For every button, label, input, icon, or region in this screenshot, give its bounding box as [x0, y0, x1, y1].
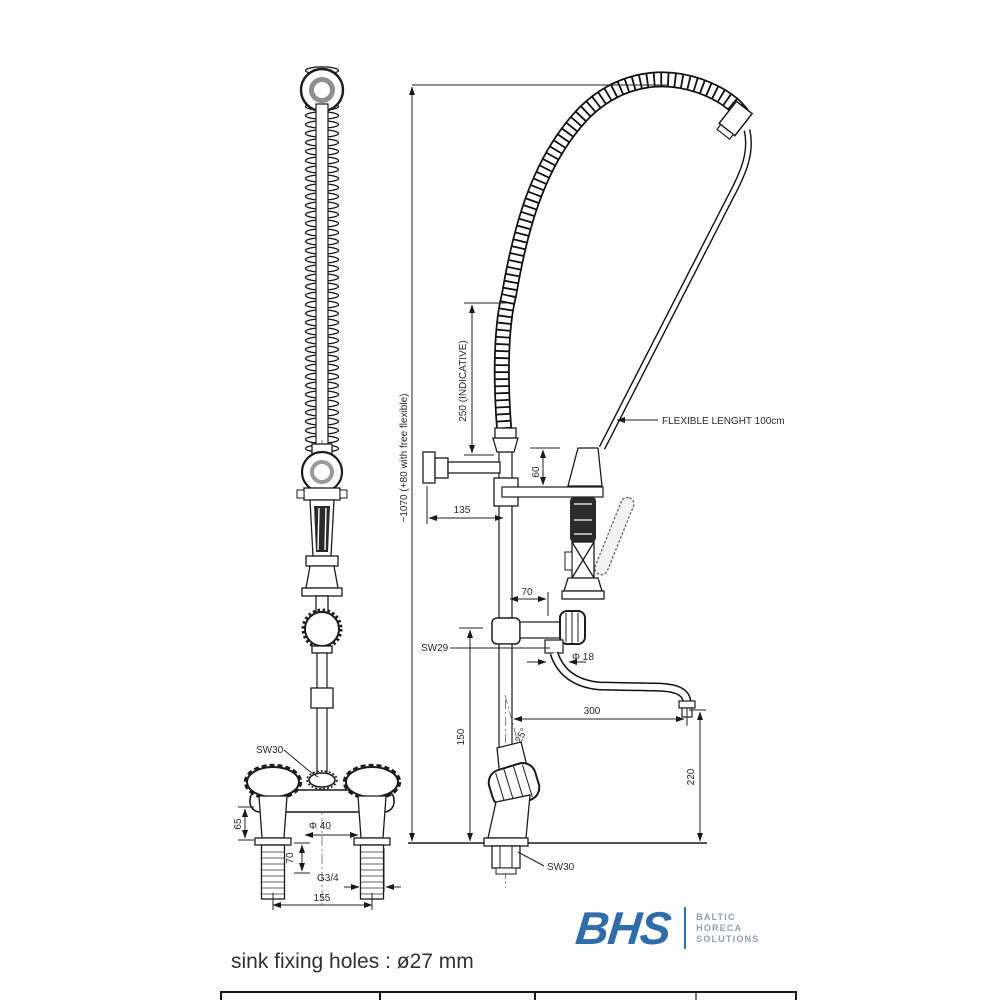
side-wall-bracket: [422, 451, 519, 507]
front-riser: [301, 595, 343, 790]
label-25-deg: 25°: [513, 727, 530, 746]
bhs-logo-text: BALTIC HORECA SOLUTIONS: [696, 912, 759, 945]
side-view: [408, 71, 754, 888]
front-spring-rod: [315, 103, 329, 453]
sink-fixing-caption: sink fixing holes : ø27 mm: [231, 950, 474, 973]
bhs-logo-divider: [684, 907, 687, 949]
label-thread-g34: G3/4: [317, 873, 339, 884]
front-spray-head: [296, 443, 348, 597]
label-135: 135: [454, 505, 471, 516]
label-flexible-length: FLEXIBLE LENGHT 100cm: [662, 416, 785, 427]
label-65: 65: [233, 818, 244, 830]
label-overall-height: ~1070 (+80 with free flexible): [399, 394, 410, 523]
side-spout-assembly: [491, 610, 696, 718]
bhs-logo-abbr: BHS: [573, 902, 673, 954]
label-dia-40: Φ 40: [309, 821, 331, 832]
label-300: 300: [584, 706, 601, 717]
label-220: 220: [686, 768, 697, 785]
side-flexible-hose: [598, 129, 752, 450]
label-70-front: 70: [285, 852, 296, 864]
front-mixer-body: [243, 763, 402, 900]
bhs-logo-line-3: SOLUTIONS: [696, 933, 760, 944]
label-60: 60: [531, 466, 542, 478]
label-250-indicative: 250 (INDICATIVE): [458, 340, 469, 422]
front-left-handle: [243, 763, 303, 900]
side-riser-pipe: [498, 451, 513, 621]
spec-table-edge: [220, 991, 797, 1000]
label-70-side: 70: [521, 587, 533, 598]
bhs-logo-line-1: BALTIC: [696, 911, 736, 922]
front-view: [243, 66, 402, 908]
label-dia-18: Φ 18: [572, 652, 594, 663]
side-trigger-lever: [594, 496, 635, 576]
side-dimensions: [409, 84, 706, 867]
front-right-handle: [342, 763, 402, 900]
side-spring-hose: [493, 71, 754, 451]
side-clamp-arm: [501, 486, 604, 498]
bhs-logo: BHS BALTIC HORECA SOLUTIONS: [573, 898, 796, 958]
front-dimensions: [238, 749, 401, 910]
bhs-logo-line-2: HORECA: [696, 922, 743, 933]
label-155: 155: [314, 893, 331, 904]
label-sw30-side: SW30: [547, 862, 575, 873]
label-sw30-front: SW30: [256, 745, 284, 756]
side-base-body: [483, 741, 541, 875]
label-sw29: SW29: [421, 643, 449, 654]
side-spray-head: [561, 447, 635, 600]
label-150: 150: [456, 728, 467, 745]
